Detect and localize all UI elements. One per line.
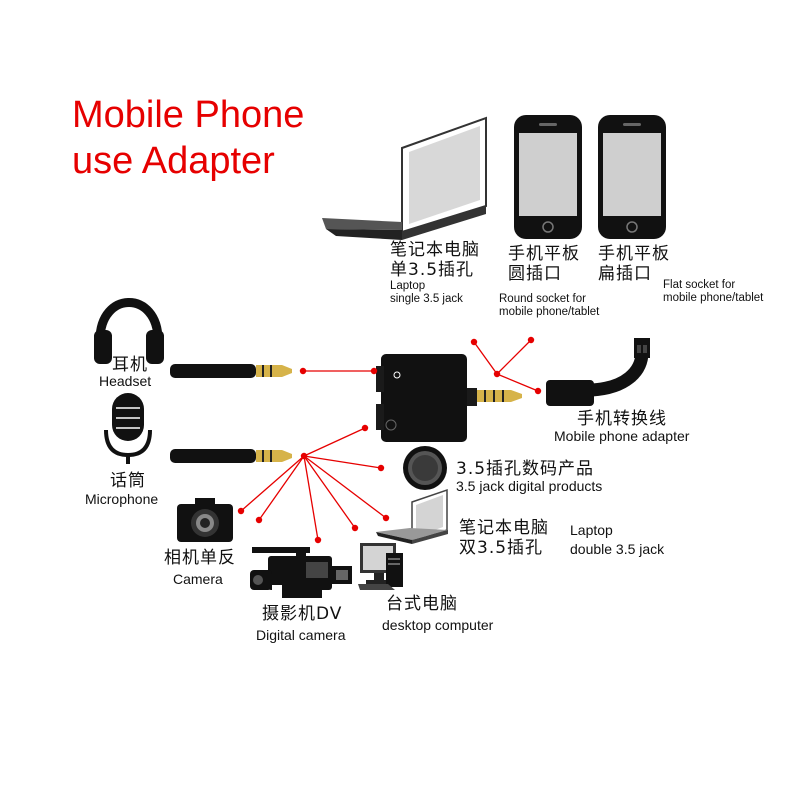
audio-plug (170, 449, 292, 463)
headphones-icon (94, 294, 164, 364)
phone-flat-cn-line1: 手机平板 (598, 244, 670, 264)
camera-cn-label: 相机单反 (164, 548, 236, 568)
phone-round-en-line2: mobile phone/tablet (499, 306, 600, 319)
laptop-icon (322, 116, 487, 240)
laptop-double-en-label: Laptop double 3.5 jack (570, 521, 664, 559)
phone-round-cn-line1: 手机平板 (508, 244, 580, 264)
headset-cn-label: 耳机 (112, 355, 148, 375)
laptop-single-cn-line2: 单3.5插孔 (390, 259, 475, 280)
title-line-2: use Adapter (72, 140, 275, 182)
laptop-double-en-line2: double 3.5 jack (570, 540, 665, 557)
diagram-title: Mobile Phone use Adapter (72, 92, 304, 184)
speaker-icon (403, 446, 447, 490)
camera-icon (177, 498, 233, 542)
headset-en-label: Headset (99, 373, 152, 389)
video-camera-icon (250, 547, 352, 598)
desktop-cn-label: 台式电脑 (386, 594, 458, 614)
laptop-single-en-line1: Laptop (390, 280, 426, 292)
audio-plug (170, 364, 292, 378)
phone-flat-cn-label: 手机平板 扁插口 (598, 244, 670, 284)
phone-flat-en-line2: mobile phone/tablet (663, 292, 764, 305)
laptop-single-en-line2: single 3.5 jack (390, 293, 463, 306)
microphone-cn-label: 话筒 (110, 471, 146, 491)
laptop-single-cn-label: 笔记本电脑 单3.5插孔 (390, 240, 480, 280)
laptop-double-en-line1: Laptop (570, 522, 613, 538)
phone-round-en-label: Round socket for mobile phone/tablet (499, 293, 599, 319)
digital-products-cn-label: 3.5插孔数码产品 (456, 459, 595, 479)
smartphone-icon (514, 115, 582, 239)
smartphone-icon (598, 115, 666, 239)
adapter-block (376, 354, 522, 442)
desktop-en-label: desktop computer (382, 617, 494, 633)
title-line-1: Mobile Phone (72, 94, 305, 136)
laptop-double-cn-line1: 笔记本电脑 (459, 518, 549, 538)
camera-en-label: Camera (173, 571, 223, 587)
laptop-double-cn-line2: 双3.5插孔 (459, 537, 544, 558)
phone-round-cn-line2: 圆插口 (508, 263, 562, 284)
connection-dots (237, 336, 542, 544)
usb-cable-icon (546, 338, 650, 406)
microphone-en-label: Microphone (85, 491, 159, 507)
phone-flat-en-line1: Flat socket for (663, 279, 736, 291)
phone-round-cn-label: 手机平板 圆插口 (508, 244, 580, 284)
video-camera-en-label: Digital camera (256, 627, 346, 643)
video-camera-cn-label: 摄影机DV (262, 604, 343, 624)
desktop-computer-icon (358, 543, 403, 590)
laptop-single-en-label: Laptop single 3.5 jack (390, 280, 463, 306)
phone-round-en-line1: Round socket for (499, 293, 586, 305)
phone-flat-cn-line2: 扁插口 (598, 263, 652, 284)
connection-lines (240, 339, 539, 541)
mobile-adapter-en-label: Mobile phone adapter (554, 428, 690, 444)
phone-flat-en-label: Flat socket for mobile phone/tablet (663, 279, 763, 305)
mobile-adapter-cn-label: 手机转换线 (577, 409, 667, 429)
microphone-icon (104, 393, 152, 464)
laptop-double-cn-label: 笔记本电脑 双3.5插孔 (459, 518, 549, 558)
laptop-icon (376, 488, 448, 544)
laptop-single-cn-line1: 笔记本电脑 (390, 240, 480, 260)
digital-products-en-label: 3.5 jack digital products (456, 478, 603, 494)
